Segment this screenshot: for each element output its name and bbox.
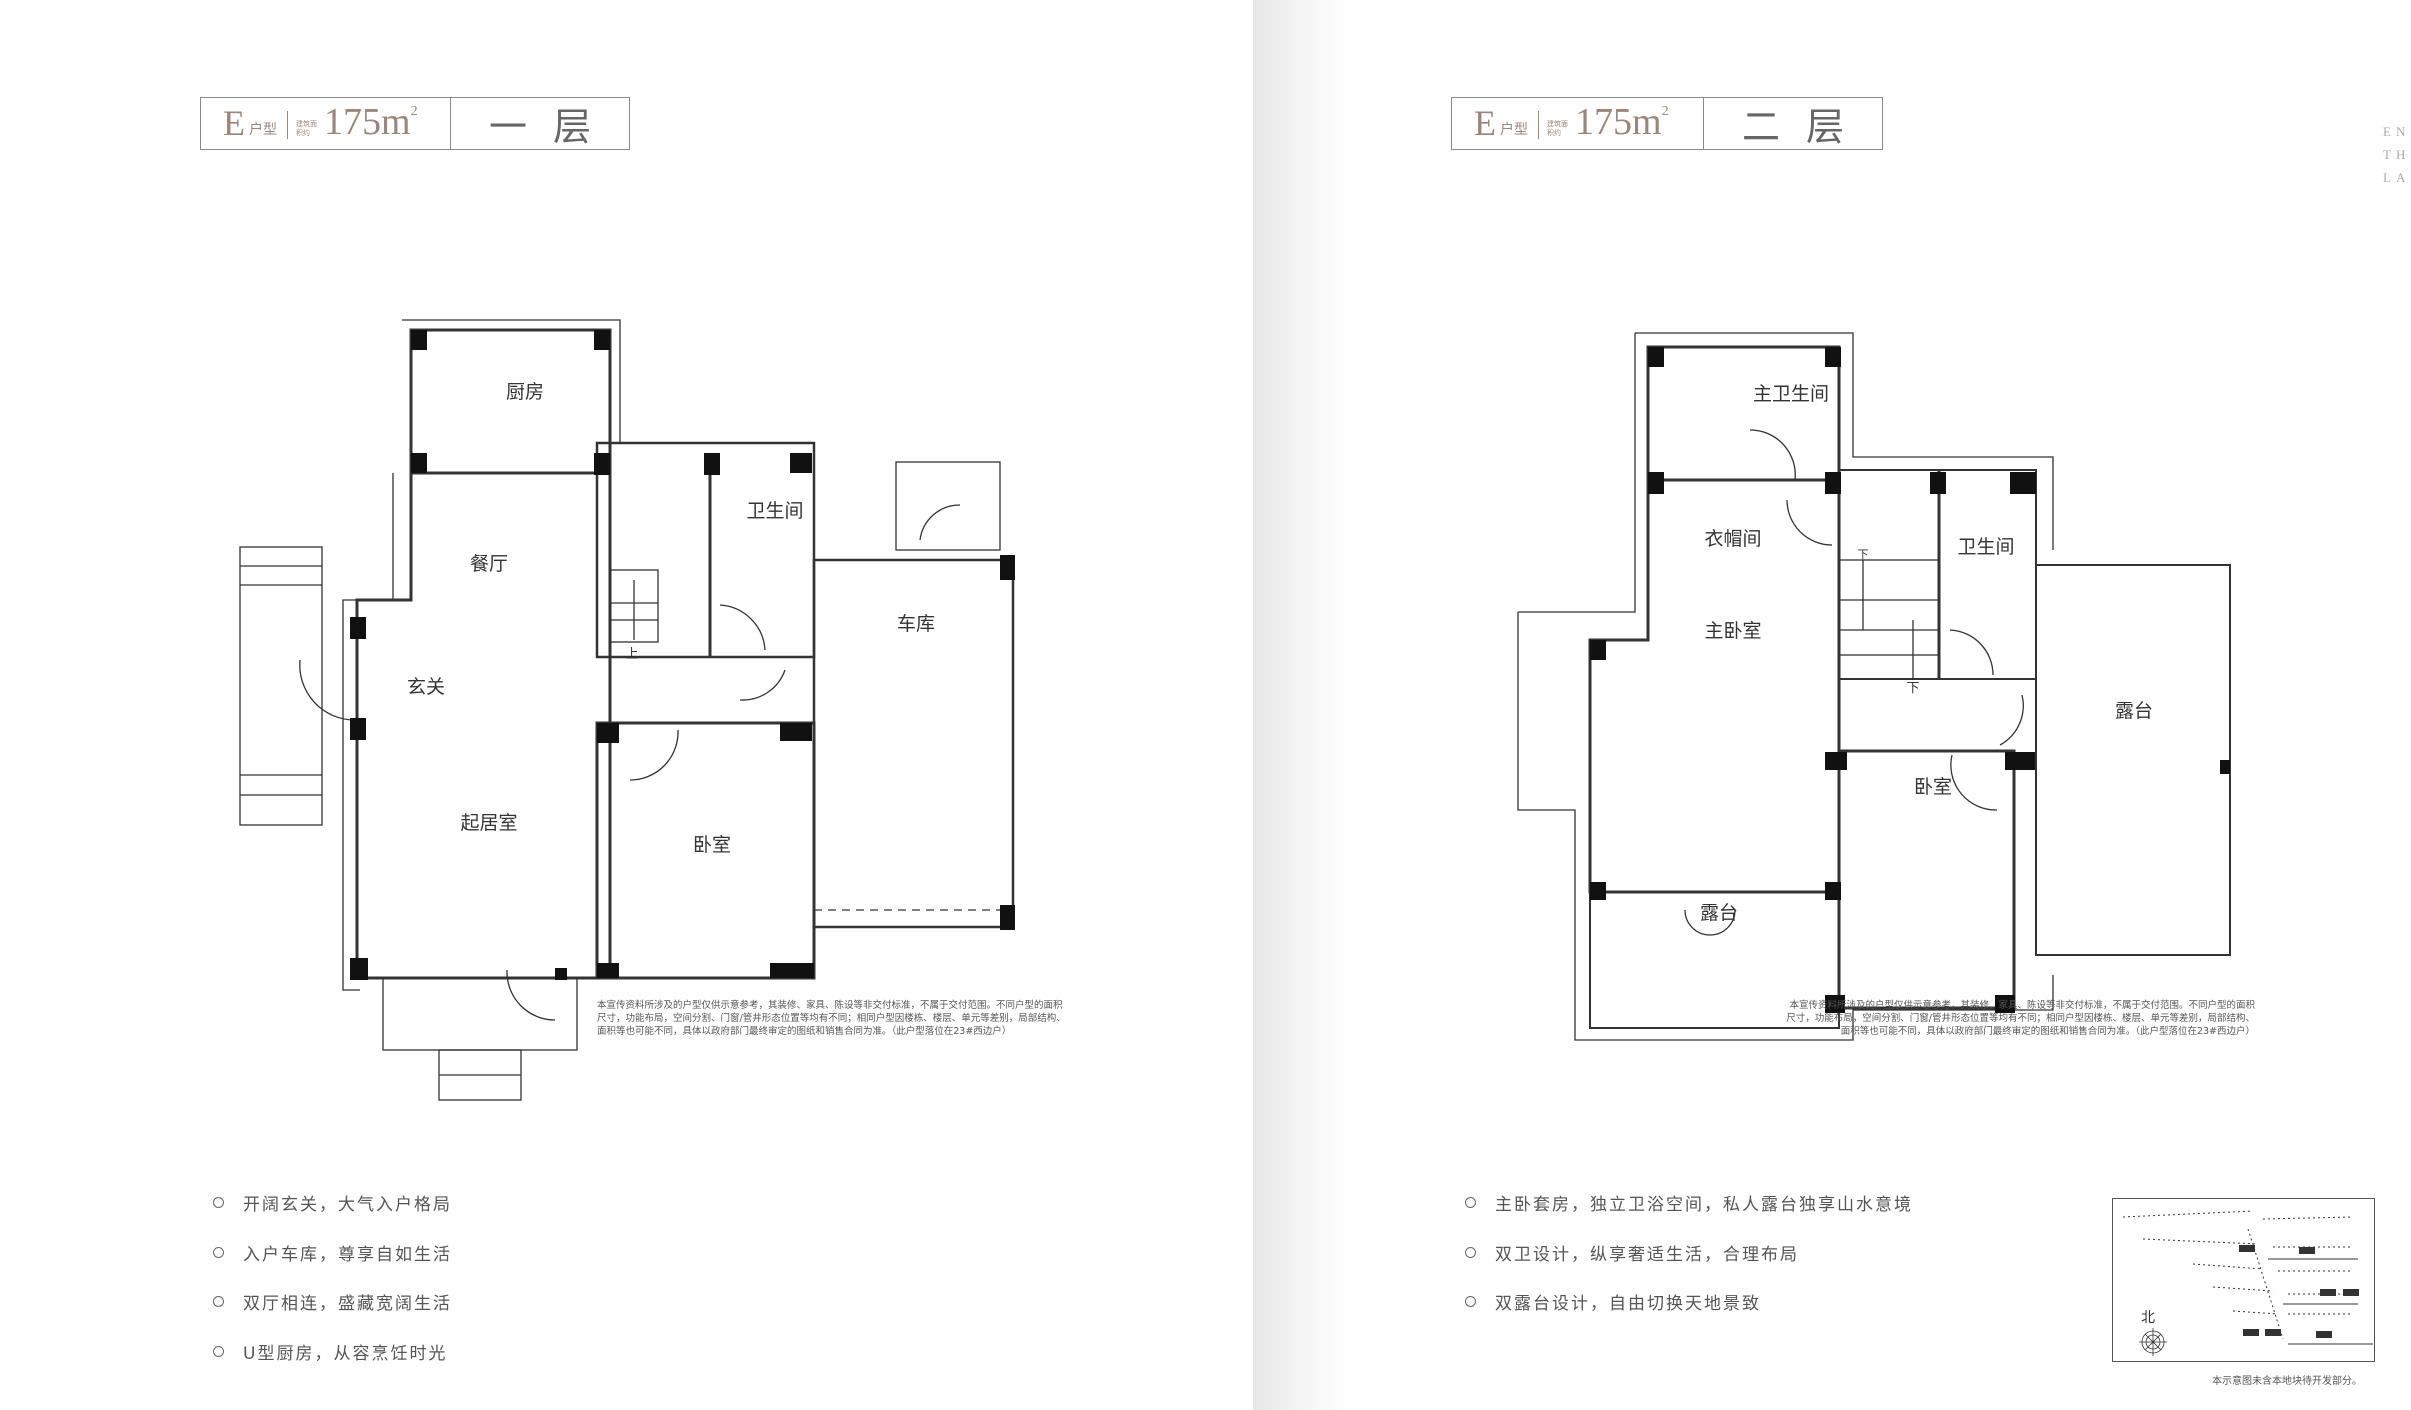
site-map: 北 [2112, 1198, 2375, 1362]
left-title-box: E 户型 建筑面积约 175m2 一层 [200, 97, 630, 150]
area-number: 175m [324, 101, 411, 143]
floor-label: 一层 [488, 107, 617, 149]
room-labels: 厨房 餐厅 卫生间 车库 玄关 起居室 卧室 上 主卫生间 衣帽间 主卧室 卫生… [407, 381, 2153, 924]
unit-type-label: 户型 [1500, 122, 1528, 138]
side-letter-line: LA [2383, 170, 2411, 185]
right-disclaimer: 本宣传资料所涉及的户型仅供示意参考，其装修、家具、陈设等非交付标准，不属于交付范… [1786, 1000, 2255, 1037]
unit-type-area: E 户型 建筑面积约 175m2 [201, 98, 451, 149]
feature-text: 双露台设计，自由切换天地景致 [1495, 1294, 1761, 1315]
room-label-terrace: 露台 [2115, 700, 2153, 722]
circle-bullet-icon [213, 1246, 224, 1258]
feature-text: 入户车库，尊享自如生活 [243, 1244, 452, 1265]
side-steps [239, 546, 323, 826]
page-fold-shadow [1253, 0, 1348, 1410]
feature-item: 入户车库，尊享自如生活 [213, 1228, 452, 1278]
stair-down-label: 下 [1906, 680, 1919, 695]
room-label-bathroom: 卫生间 [1957, 536, 2014, 558]
area-value: 175m2 [324, 103, 418, 141]
room-label-dining: 餐厅 [470, 553, 508, 575]
feature-text: 双卫设计，纵享奢适生活，合理布局 [1495, 1244, 1799, 1265]
circle-bullet-icon [213, 1197, 224, 1209]
feature-item: U型厨房，从容烹饪时光 [213, 1327, 452, 1377]
feature-item: 开阔玄关，大气入户格局 [213, 1178, 452, 1228]
north-label: 北 [2141, 1310, 2155, 1326]
side-letter-line: TH [2383, 147, 2411, 162]
circle-bullet-icon [213, 1345, 224, 1357]
feature-item: 双厅相连，盛藏宽阔生活 [213, 1277, 452, 1327]
room-label-kitchen: 厨房 [506, 381, 544, 403]
feature-item: 双露台设计，自由切换天地景致 [1465, 1277, 1913, 1327]
area-number: 175m [1575, 101, 1662, 143]
site-map-caption: 本示意图未含本地块待开发部分。 [2212, 1376, 2362, 1387]
circle-bullet-icon [1465, 1246, 1476, 1258]
divider [1538, 111, 1539, 139]
second-floor-plan [1517, 332, 2231, 1041]
ground-floor-plan [239, 319, 1015, 1101]
room-label-bedroom: 卧室 [693, 834, 731, 856]
room-label-bedroom: 卧室 [1914, 776, 1952, 798]
area-sup: 2 [1661, 104, 1669, 119]
area-label: 建筑面积约 [1547, 120, 1568, 137]
circle-bullet-icon [1465, 1296, 1476, 1308]
feature-text: 主卧套房，独立卫浴空间，私人露台独享山水意境 [1495, 1195, 1913, 1216]
right-title-box: E 户型 建筑面积约 175m2 二层 [1451, 97, 1883, 150]
right-feature-list: 主卧套房，独立卫浴空间，私人露台独享山水意境 双卫设计，纵享奢适生活，合理布局 … [1465, 1178, 1913, 1327]
room-label-walk-in-closet: 衣帽间 [1704, 528, 1761, 550]
second-floor-columns [1590, 347, 2230, 1013]
area-sup: 2 [410, 104, 418, 119]
feature-text: 双厅相连，盛藏宽阔生活 [243, 1294, 452, 1315]
feature-item: 双卫设计，纵享奢适生活，合理布局 [1465, 1228, 1913, 1278]
divider [287, 111, 288, 139]
area-label: 建筑面积约 [296, 120, 317, 137]
stair-down-label: 下 [1858, 549, 1869, 561]
feature-text: U型厨房，从容烹饪时光 [243, 1343, 448, 1364]
site-map-drawing: 北 [2122, 1210, 2373, 1356]
ground-floor-columns [350, 330, 1015, 980]
feature-text: 开阔玄关，大气入户格局 [243, 1195, 452, 1216]
floor-label: 二层 [1741, 107, 1870, 149]
left-disclaimer: 本宣传资料所涉及的户型仅供示意参考，其装修、家具、陈设等非交付标准，不属于交付范… [597, 1000, 1066, 1037]
unit-type-letter: E [1474, 103, 1496, 143]
room-label-balcony: 露台 [1700, 902, 1738, 924]
circle-bullet-icon [1465, 1197, 1476, 1209]
room-label-bathroom: 卫生间 [746, 500, 803, 522]
feature-item: 主卧套房，独立卫浴空间，私人露台独享山水意境 [1465, 1178, 1913, 1228]
compass-rose-icon [2139, 1328, 2167, 1356]
room-label-master-bedroom: 主卧室 [1704, 620, 1761, 642]
room-label-living: 起居室 [460, 812, 517, 834]
side-letter-line: EN [2383, 124, 2411, 139]
unit-type-label: 户型 [249, 122, 277, 138]
left-feature-list: 开阔玄关，大气入户格局 入户车库，尊享自如生活 双厅相连，盛藏宽阔生活 U型厨房… [213, 1178, 452, 1376]
room-label-foyer: 玄关 [407, 676, 445, 698]
room-label-master-bath: 主卫生间 [1753, 383, 1829, 405]
unit-type-area: E 户型 建筑面积约 175m2 [1452, 98, 1704, 149]
circle-bullet-icon [213, 1296, 224, 1308]
side-letters: EN TH LA [2383, 120, 2410, 189]
area-value: 175m2 [1575, 103, 1669, 141]
unit-type-letter: E [223, 103, 245, 143]
room-label-garage: 车库 [897, 613, 935, 635]
stair-up-label: 上 [625, 646, 638, 661]
